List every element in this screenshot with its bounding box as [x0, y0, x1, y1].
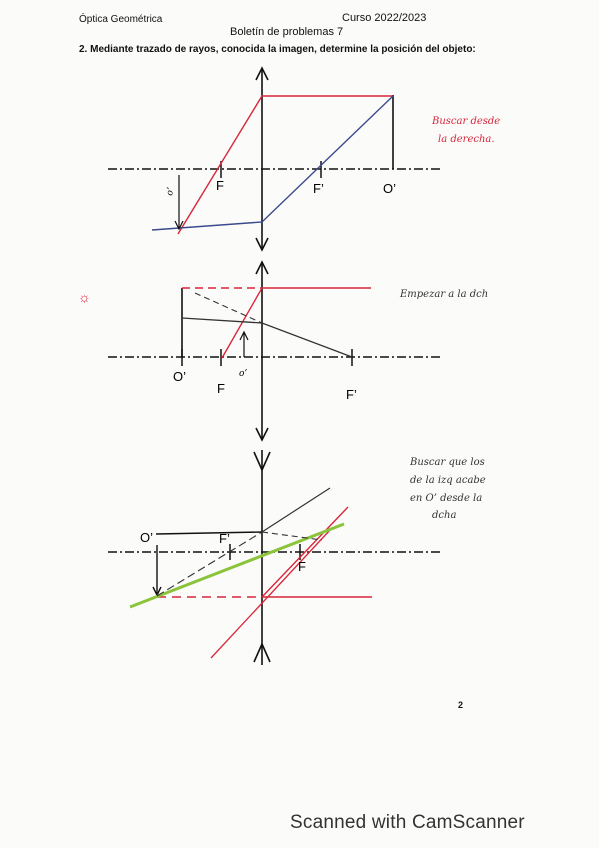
- question-text: 2. Mediante trazado de rayos, conocida l…: [79, 44, 476, 55]
- lens-arrow-top: [255, 260, 269, 275]
- header-subject: Óptica Geométrica: [79, 14, 163, 25]
- green-ray: [129, 522, 345, 609]
- scanner-footer: Scanned with CamScanner: [290, 812, 525, 833]
- label-f-prime: F’: [313, 181, 324, 196]
- red-ray: [177, 95, 393, 235]
- diagram-3: O’ F’ F Buscar que los de la izq acabe e…: [108, 450, 486, 665]
- label-f-prime: F’: [346, 387, 357, 402]
- label-f: F: [298, 559, 306, 574]
- page-number: 2: [458, 700, 464, 710]
- black-ray-down: [156, 531, 263, 597]
- label-f-prime: F’: [219, 531, 230, 546]
- label-o-prime: O’: [383, 181, 396, 196]
- object-line: [155, 531, 263, 535]
- header-bulletin: Boletín de problemas 7: [230, 26, 344, 38]
- label-o-prime: O’: [140, 530, 153, 545]
- image-note: o’: [165, 186, 176, 196]
- lens-arrow-top: [255, 66, 269, 81]
- black-dashed: [261, 531, 323, 541]
- diagram-1: F F’ O’ o’ Buscar desde la derecha.: [108, 66, 500, 252]
- header-course: Curso 2022/2023: [342, 12, 427, 24]
- lens-arrow-top: [253, 451, 271, 472]
- star-mark: ☼: [78, 289, 91, 305]
- note-line-4: dcha: [432, 510, 456, 521]
- lens-arrow-bottom: [253, 642, 271, 663]
- note-line-2: de la izq acabe: [410, 475, 486, 486]
- note-line-1: Empezar a la dch: [399, 289, 488, 300]
- lens-arrow-bottom: [255, 237, 269, 252]
- note-line-3: en O’ desde la: [410, 493, 482, 504]
- blue-ray: [151, 95, 394, 231]
- lens-arrow-bottom: [255, 427, 269, 442]
- label-o-prime: O’: [173, 369, 186, 384]
- note-line-1: Buscar desde: [431, 116, 500, 127]
- black-dashed: [194, 292, 263, 324]
- diagram-2: O’ F F’ o’ ☼ Empezar a la dch: [78, 260, 488, 442]
- red-ray-lower: [210, 529, 331, 659]
- black-ray-up: [261, 487, 331, 533]
- black-ray: [181, 317, 353, 358]
- label-f: F: [217, 381, 225, 396]
- image-note: o’: [239, 369, 247, 379]
- image-arrow-head: [174, 220, 184, 231]
- red-ray-upper: [261, 506, 349, 598]
- note-line-2: la derecha.: [438, 134, 495, 145]
- image-arrow-head: [239, 330, 249, 341]
- note-line-1: Buscar que los: [409, 457, 485, 468]
- label-f: F: [216, 178, 224, 193]
- red-ray-in: [221, 287, 263, 359]
